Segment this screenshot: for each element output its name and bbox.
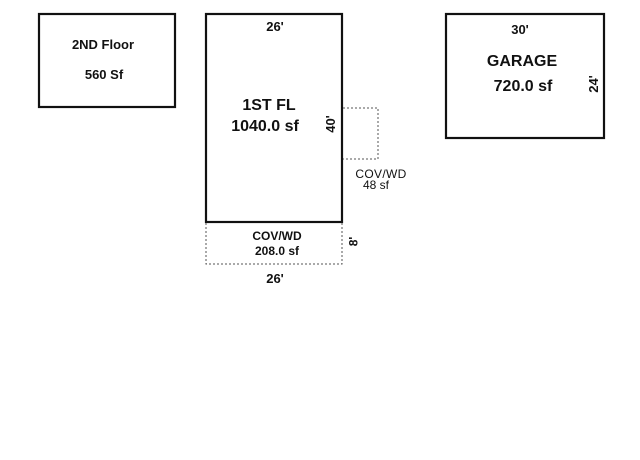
front-deck-area: 208.0 sf <box>254 244 300 258</box>
first-floor-depth: 40' <box>323 115 338 133</box>
garage-outline <box>444 12 606 140</box>
garage-area: 720.0 sf <box>493 78 553 95</box>
second-floor-area: 560 Sf <box>84 67 124 82</box>
first-floor-outline <box>204 12 344 224</box>
garage-title: GARAGE <box>486 53 558 70</box>
first-floor-width-top: 26' <box>266 19 284 34</box>
front-deck-outline <box>205 223 343 265</box>
first-floor-title: 1ST FL <box>242 97 296 114</box>
garage-depth: 24' <box>586 75 601 93</box>
side-deck-outline <box>343 107 379 160</box>
second-floor-outline <box>37 12 177 109</box>
front-deck-width-bottom: 26' <box>266 271 284 286</box>
front-deck-title: COV/WD <box>252 229 302 243</box>
garage-width: 30' <box>511 22 529 37</box>
front-deck-depth: 8' <box>346 236 361 247</box>
first-floor-area: 1040.0 sf <box>231 118 299 135</box>
side-deck-area: 48 sf <box>362 178 390 192</box>
side-deck-title: COV/WD <box>355 167 407 181</box>
second-floor-title: 2ND Floor <box>71 37 135 52</box>
